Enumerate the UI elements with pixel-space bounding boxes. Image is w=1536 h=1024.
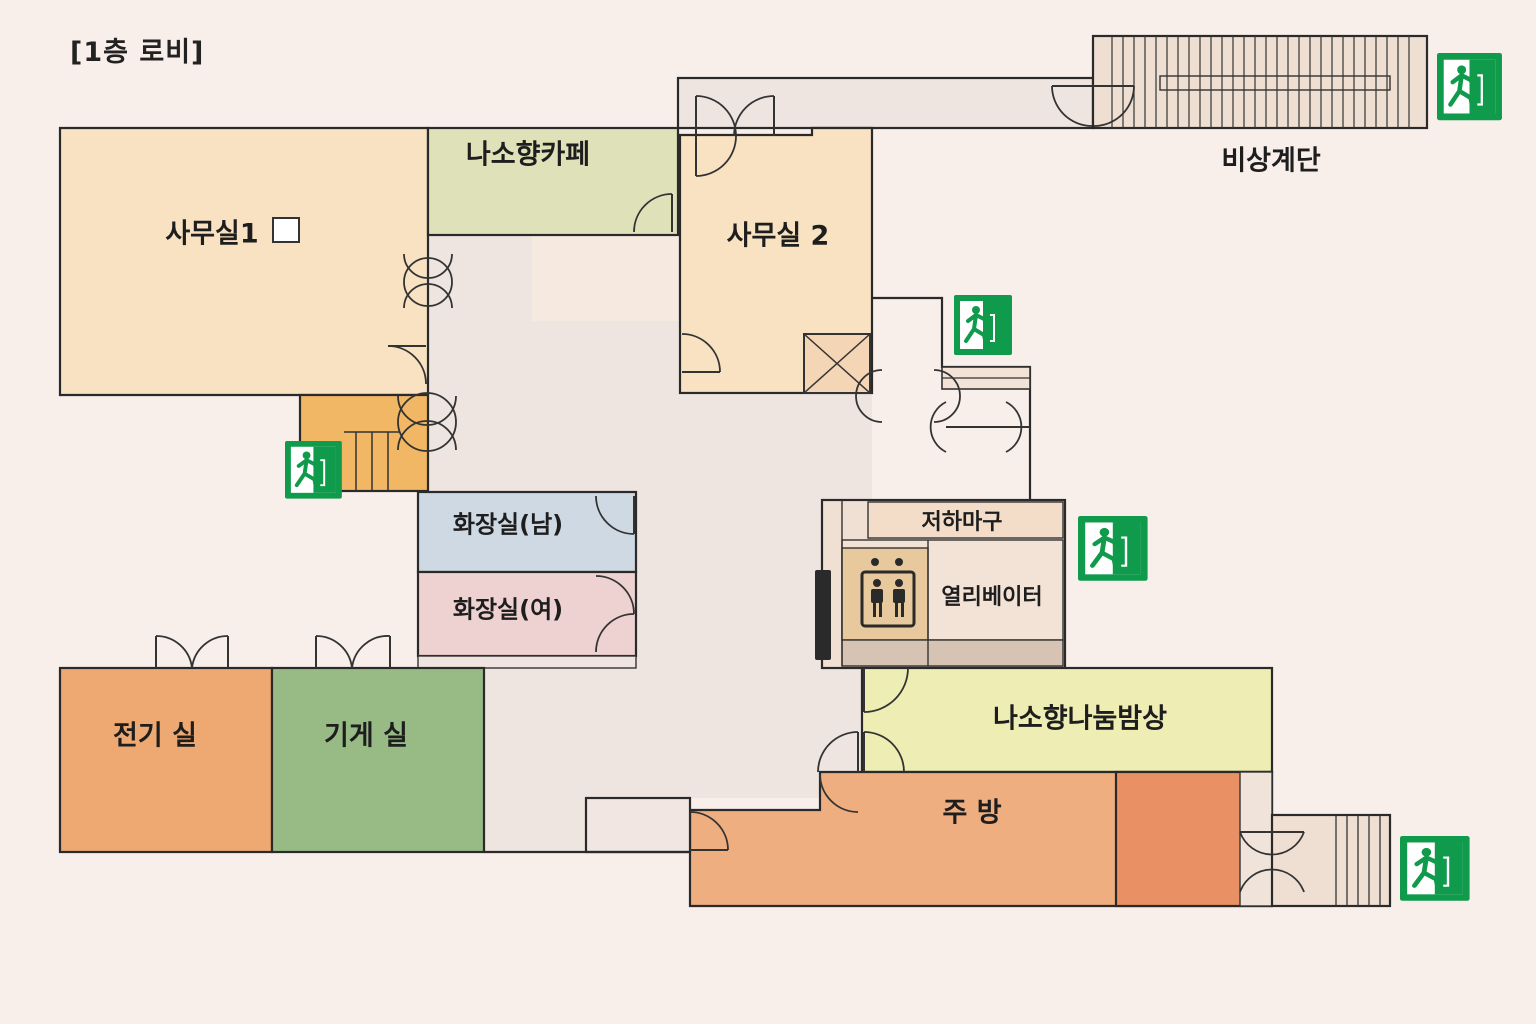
checkbox-icon — [272, 217, 300, 243]
dining-room — [860, 666, 1274, 774]
stair-treads — [1111, 36, 1410, 128]
toilet-women-room — [416, 570, 638, 669]
toilet-women-label: 화장실(여) — [452, 595, 564, 624]
floor-title: [1층 로비] — [70, 37, 205, 68]
south-east-stairs — [1239, 771, 1392, 908]
machine-room — [270, 666, 486, 854]
electric-room-label: 전기 실 — [113, 720, 197, 752]
kitchen-label: 주 방 — [942, 797, 1002, 829]
corridor — [428, 76, 1095, 852]
emergency-stairs-label: 비상계단 — [1221, 145, 1321, 177]
emergency-exit-sign-icon — [1400, 836, 1470, 901]
elevator-label: 열리베이터 — [941, 585, 1043, 610]
loading-label: 저하마구 — [921, 510, 1003, 535]
toilet-men-room — [416, 490, 638, 574]
cafe-label: 나소향카페 — [465, 139, 591, 171]
doors — [155, 85, 1305, 893]
office1-room — [58, 126, 430, 397]
electric-room — [58, 666, 274, 854]
office2-label: 사무실 2 — [726, 220, 830, 252]
elevator-people-icon — [860, 558, 916, 628]
emergency-stairs-area — [1091, 34, 1429, 130]
emergency-exit-sign-icon — [1078, 516, 1148, 581]
emergency-exit-sign-icon — [283, 439, 344, 501]
dining-label: 나소향나눔밤상 — [993, 703, 1167, 735]
office1-label: 사무실1 — [165, 218, 259, 250]
toilet-men-label: 화장실(남) — [452, 510, 564, 539]
machine-room-label: 기게 실 — [324, 720, 408, 752]
office2-room — [678, 126, 874, 395]
east-vestibule — [872, 296, 1032, 500]
emergency-exit-sign-icon — [1437, 53, 1502, 120]
emergency-exit-sign-icon — [952, 293, 1014, 357]
